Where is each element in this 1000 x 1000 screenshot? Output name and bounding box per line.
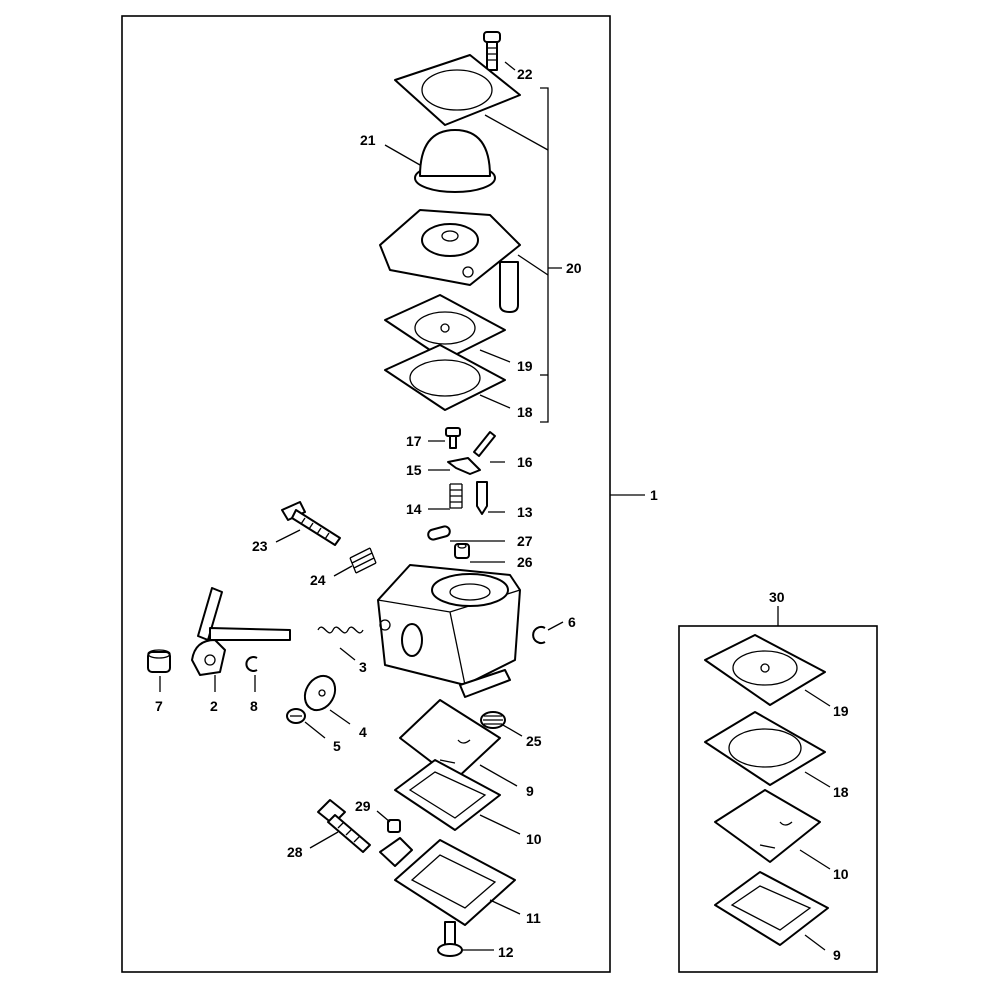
label-29: 29 — [355, 798, 371, 814]
leader-4 — [329, 709, 351, 725]
label-1: 1 — [650, 487, 658, 503]
label-8: 8 — [250, 698, 258, 714]
label-10: 10 — [526, 831, 542, 847]
kit-part-19-diaphragm — [704, 634, 826, 706]
part-29-plug — [387, 819, 401, 833]
label-4: 4 — [359, 724, 367, 740]
label-20: 20 — [566, 260, 582, 276]
label-28: 28 — [287, 844, 303, 860]
kit-part-10-diaphragm — [714, 789, 821, 863]
label-7: 7 — [155, 698, 163, 714]
label-25: 25 — [526, 733, 542, 749]
label-21: 21 — [360, 132, 376, 148]
label-16: 16 — [517, 454, 533, 470]
leader-23 — [275, 529, 301, 543]
label-22: 22 — [517, 66, 533, 82]
bracket-20 — [540, 87, 562, 423]
labels-main: 22 21 20 19 18 17 16 15 14 13 27 26 23 2… — [155, 66, 582, 960]
part-10-gasket — [394, 759, 501, 831]
part-17-screw — [445, 427, 461, 449]
leaders-small-parts — [428, 440, 505, 563]
leader-6 — [547, 621, 564, 631]
labels-kit: 19 18 10 9 — [833, 703, 849, 963]
part-8-clip — [245, 656, 258, 672]
kit-leader-18 — [804, 771, 831, 788]
kit-leader-10 — [799, 849, 831, 870]
label-9: 9 — [526, 783, 534, 799]
leader-5 — [304, 721, 326, 739]
part-25-screen — [480, 711, 506, 729]
leader-21 — [384, 144, 421, 166]
carburetor-body — [377, 564, 521, 698]
part-11-cover — [379, 837, 516, 926]
kit-leader-19 — [804, 689, 831, 707]
label-23: 23 — [252, 538, 268, 554]
label-3: 3 — [359, 659, 367, 675]
part-18-gasket — [384, 344, 506, 411]
kit-label-19: 19 — [833, 703, 849, 719]
label-11: 11 — [526, 910, 541, 926]
leader-20b — [517, 254, 549, 276]
part-24-spring — [349, 547, 377, 574]
part-6-clip — [532, 626, 546, 644]
kit-part-9-gasket — [714, 871, 829, 946]
part-2-throttle-shaft — [191, 587, 291, 676]
leader-28 — [309, 831, 339, 849]
part-20-pump-gasket — [394, 54, 521, 126]
leader-11 — [489, 899, 521, 915]
part-14-spring — [449, 483, 463, 509]
kit-label-18: 18 — [833, 784, 849, 800]
part-15-lever — [447, 457, 481, 475]
leader-24 — [333, 565, 353, 577]
part-3-spring — [317, 626, 364, 634]
part-28-screw — [317, 799, 371, 853]
leader-10 — [479, 814, 521, 835]
kit-leader-9 — [804, 934, 826, 951]
part-16-pin — [473, 431, 496, 457]
kit-label-10: 10 — [833, 866, 849, 882]
leader-20a — [484, 114, 549, 151]
label-30: 30 — [769, 589, 785, 605]
kit-part-18-gasket — [704, 711, 826, 786]
part-23-idle-screw — [281, 501, 341, 546]
label-17: 17 — [406, 433, 422, 449]
part-26-valve — [454, 543, 470, 559]
label-6: 6 — [568, 614, 576, 630]
kit-label-9: 9 — [833, 947, 841, 963]
label-13: 13 — [517, 504, 533, 520]
label-18: 18 — [517, 404, 533, 420]
main-assembly-frame — [121, 15, 611, 973]
part-21-primer-bulb — [414, 129, 496, 193]
label-27: 27 — [517, 533, 533, 549]
leader-22 — [504, 61, 516, 71]
part-7-bushing — [147, 649, 171, 673]
part-20-pump-body — [379, 209, 521, 313]
leader-18 — [479, 394, 511, 409]
label-24: 24 — [310, 572, 326, 588]
label-15: 15 — [406, 462, 422, 478]
label-12: 12 — [498, 944, 514, 960]
part-22-screw — [483, 31, 501, 71]
leader-19 — [479, 349, 511, 363]
label-26: 26 — [517, 554, 533, 570]
label-19: 19 — [517, 358, 533, 374]
part-12-screw — [437, 921, 463, 957]
part-27-pin — [427, 525, 451, 541]
part-13-needle — [476, 481, 488, 515]
part-19-diaphragm — [384, 294, 506, 361]
leader-3 — [339, 647, 356, 661]
part-5-screw — [286, 708, 306, 724]
leader-9 — [479, 764, 518, 787]
label-14: 14 — [406, 501, 422, 517]
leader-25 — [502, 724, 523, 737]
leader-29 — [376, 810, 391, 823]
label-2: 2 — [210, 698, 218, 714]
label-5: 5 — [333, 738, 341, 754]
part-4-throttle-plate — [303, 674, 337, 712]
